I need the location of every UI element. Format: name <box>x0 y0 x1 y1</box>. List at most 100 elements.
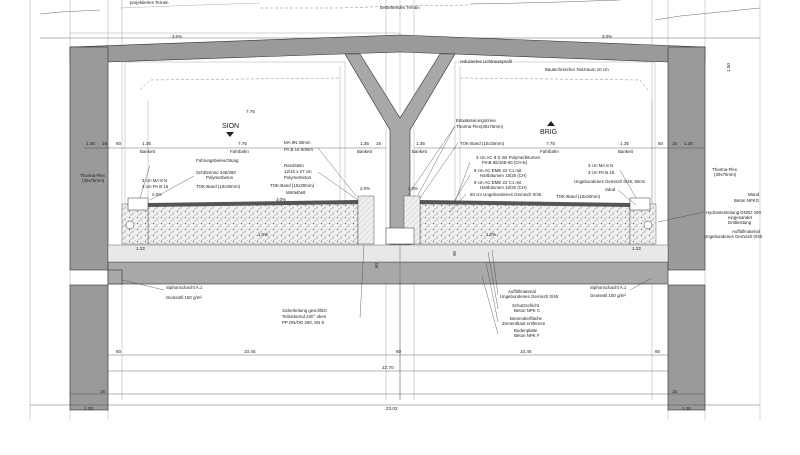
roof-slab <box>69 34 706 63</box>
right-dim-122: 1.22 <box>632 246 641 251</box>
right-fill-2: Ungebundenes Gemisch 0/45 <box>704 234 763 239</box>
left-asphalt <box>148 200 358 207</box>
bottom-fill-2: Ungebundenes Gemisch 0/45 <box>500 294 559 299</box>
dim-60-center: 60 <box>396 349 402 354</box>
left-dim-15: 15 <box>102 141 108 146</box>
hydrant-3: Drittleistung <box>728 220 752 225</box>
center-column <box>344 53 456 246</box>
dim-60-mid: 60 <box>374 262 379 268</box>
left-dim-135b: 1.35 <box>360 141 369 146</box>
direction-sion: SION <box>222 123 239 130</box>
edge-curb-3: Polymerbeton <box>284 175 312 180</box>
center-slope-30: 3.0% <box>276 197 286 202</box>
protect-1: Schutzschicht <box>512 303 540 308</box>
right-dim-60: 60 <box>658 141 664 146</box>
slope-10-left: 1.0% <box>258 232 268 237</box>
left-geotextile: Geotextil 150 g/m² <box>166 295 202 300</box>
roof-slope-left: 3.0% <box>172 34 182 39</box>
right-wall-lower <box>667 284 706 411</box>
left-dim-135: 1.35 <box>142 141 151 146</box>
right-thorma-flex-1: Thorma-Flex <box>712 167 738 172</box>
drainage-label-1: Entwässerungsrinne <box>456 118 496 123</box>
right-thorma-flex-2: (30x75mm) <box>714 172 737 177</box>
dim-1045-right: 10.45 <box>520 349 532 354</box>
left-dim-130: 1.30 <box>86 141 95 146</box>
right-sand: Sand <box>605 187 616 192</box>
right-tok-band: TOK-Band (10x30mm) <box>556 194 601 199</box>
dim-1045-left: 10.45 <box>244 349 256 354</box>
dim-2270: 22.70 <box>382 365 394 370</box>
slope-10-right: 1.0% <box>486 232 496 237</box>
left-bankett: Bankett <box>140 149 156 154</box>
left-dim-60: 60 <box>116 141 122 146</box>
slot-channel-left <box>127 197 149 211</box>
bottom-fill-1: Auffüllmaterial <box>508 289 536 294</box>
dim-2302: 23.02 <box>386 406 398 411</box>
protection-layer <box>107 244 669 263</box>
left-wall-lower <box>69 284 109 411</box>
center-ma-bn: MA 8N 30mm <box>284 140 311 145</box>
wall-label-2: Beton NPKG <box>734 198 760 203</box>
eme-3: 8 cm AC EME 22 C1 mit <box>474 180 522 185</box>
eme-2: Hartbitumen 15/25 (CH) <box>480 173 527 178</box>
dimension-chains <box>30 354 760 406</box>
center-slope-20b: 2.0% <box>408 186 418 191</box>
left-dim-15b: 15 <box>376 141 382 146</box>
left-dim-775: 7.75 <box>238 141 247 146</box>
dim-60-right: 60 <box>655 349 661 354</box>
right-geotextile: Geotextil 150 g/m² <box>590 293 626 298</box>
eme-1: 8 cm AC EME 22 C1 mit <box>474 168 522 173</box>
guidance-light-label: Führungsbeleuchtung <box>196 158 239 163</box>
right-dim-775: 7.75 <box>546 141 555 146</box>
right-pa-b: 3 cm PA B 16 <box>588 170 615 175</box>
center-tok-band-left: TOK-Band (10x30mm) <box>270 183 315 188</box>
pipe-left <box>125 220 135 230</box>
right-bankett: Bankett <box>412 149 428 154</box>
left-subbase <box>147 203 359 245</box>
seepage-label-2: Teilsickernd 220° oben <box>282 314 327 319</box>
dim-150: 1.50 <box>726 63 731 72</box>
seepage-label-1: Sickerleitung geschlitzt <box>282 308 327 313</box>
direction-brig: BRIG <box>540 129 557 136</box>
drainage-label-2: Thorma-Flex(30x75mm) <box>456 124 504 129</box>
left-wall <box>69 46 109 271</box>
right-dim-135: 1.35 <box>416 141 425 146</box>
left-slope-20: 2.0% <box>152 192 162 197</box>
center-slope-20a: 2.0% <box>360 186 370 191</box>
dim-90: 90 <box>452 250 457 256</box>
terrain-existing-label: bestehendes Terrain <box>380 5 420 10</box>
center-drain-box <box>385 227 415 245</box>
right-ma-n: 3 cm MA 8 N <box>588 163 613 168</box>
dim-130-right: 1.30 <box>682 406 691 411</box>
eme-4: Hartbitumen 10/20 (CH) <box>480 185 527 190</box>
hydrant-2: eingesandet <box>728 215 753 220</box>
left-thorma-flex-1: Thorma-Flex <box>80 173 106 178</box>
ac-layer-2: PmB 65/105-60 (CH-E) <box>482 160 528 165</box>
left-dim-122: 1.22 <box>136 246 145 251</box>
center-tok-band: TOK-Band (10x30mm) <box>460 141 505 146</box>
mortar-bed: Mörtelbett <box>286 190 306 195</box>
edge-curb-1: Randstein <box>284 163 304 168</box>
hydrant-1: Hydrantenleitung DN/ID 200 <box>706 210 761 215</box>
reduced-clearance-label: reduziertes Lichtraumprofil <box>460 59 512 64</box>
right-siphon: Siphonschacht A.1 <box>590 285 627 290</box>
unbound-layer: 60 cm Ungebundenes Gemisch 0/45 <box>470 192 542 197</box>
dim-15-left: 15 <box>100 389 106 394</box>
center-pa-b16: PA B 16 50mm <box>284 147 313 152</box>
structural-clearance-label: Bautechnischer Nutzraum 10 cm <box>545 67 609 72</box>
left-tok-band: TOK-Band (10x30mm) <box>196 184 241 189</box>
left-siphon: Siphonschacht A.1 <box>166 285 203 290</box>
surface-1: Betonoberfläche <box>510 316 543 321</box>
slot-channel-label-2: Polymerbeton <box>206 175 234 180</box>
right-asphalt <box>420 200 630 207</box>
slot-channel-right <box>629 197 651 211</box>
center-curb-left <box>357 195 375 245</box>
protect-2: Beton NPK C <box>514 308 540 313</box>
surface-2: Zementhaut entfernen <box>502 321 546 326</box>
terrain-projected-label: projektiertes Terrain <box>130 0 169 5</box>
left-pa-b: 3 cm PA B 16 <box>142 184 169 189</box>
edge-curb-2: 12/15 x 27 cm <box>284 169 312 174</box>
arrow-down-icon <box>226 132 234 137</box>
